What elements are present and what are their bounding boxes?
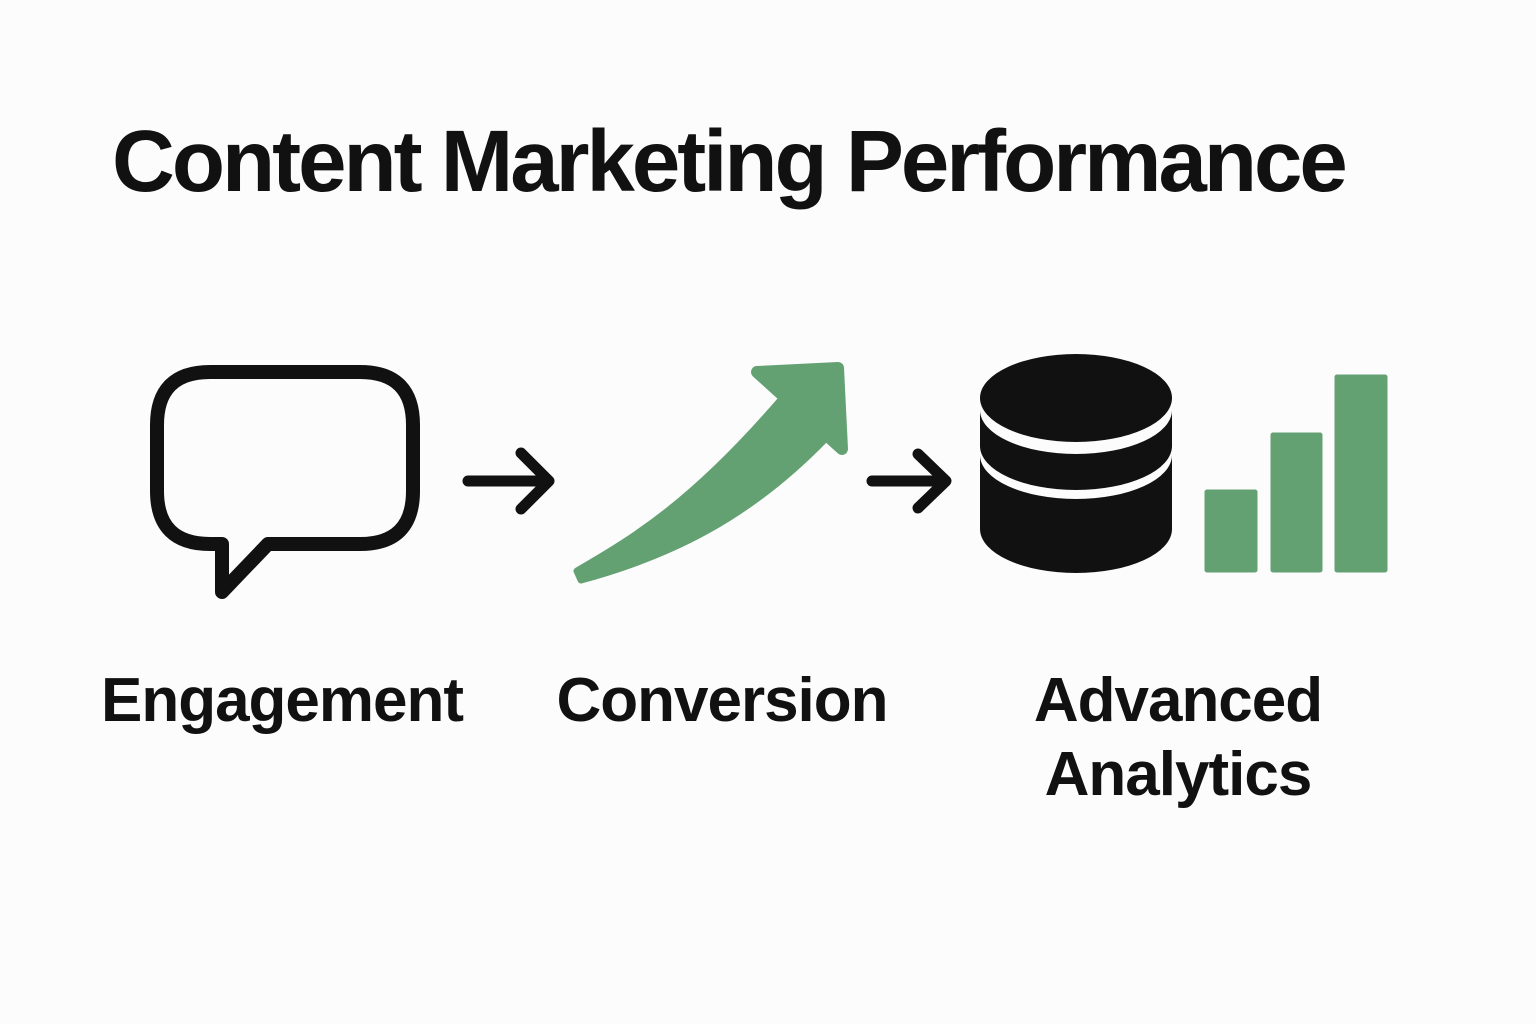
stage-label-advanced-analytics: Advanced Analytics	[1033, 666, 1323, 810]
right-arrow-icon	[462, 447, 555, 515]
stage-label-conversion: Conversion	[556, 666, 888, 735]
database-icon	[980, 354, 1172, 573]
speech-bubble-icon	[150, 365, 420, 599]
stage-label-engagement: Engagement	[100, 666, 464, 735]
bar-chart-icon	[1204, 374, 1388, 573]
right-arrow-icon	[866, 448, 952, 514]
growth-arrow-icon	[573, 362, 848, 584]
page-title: Content Marketing Performance	[112, 113, 1348, 210]
